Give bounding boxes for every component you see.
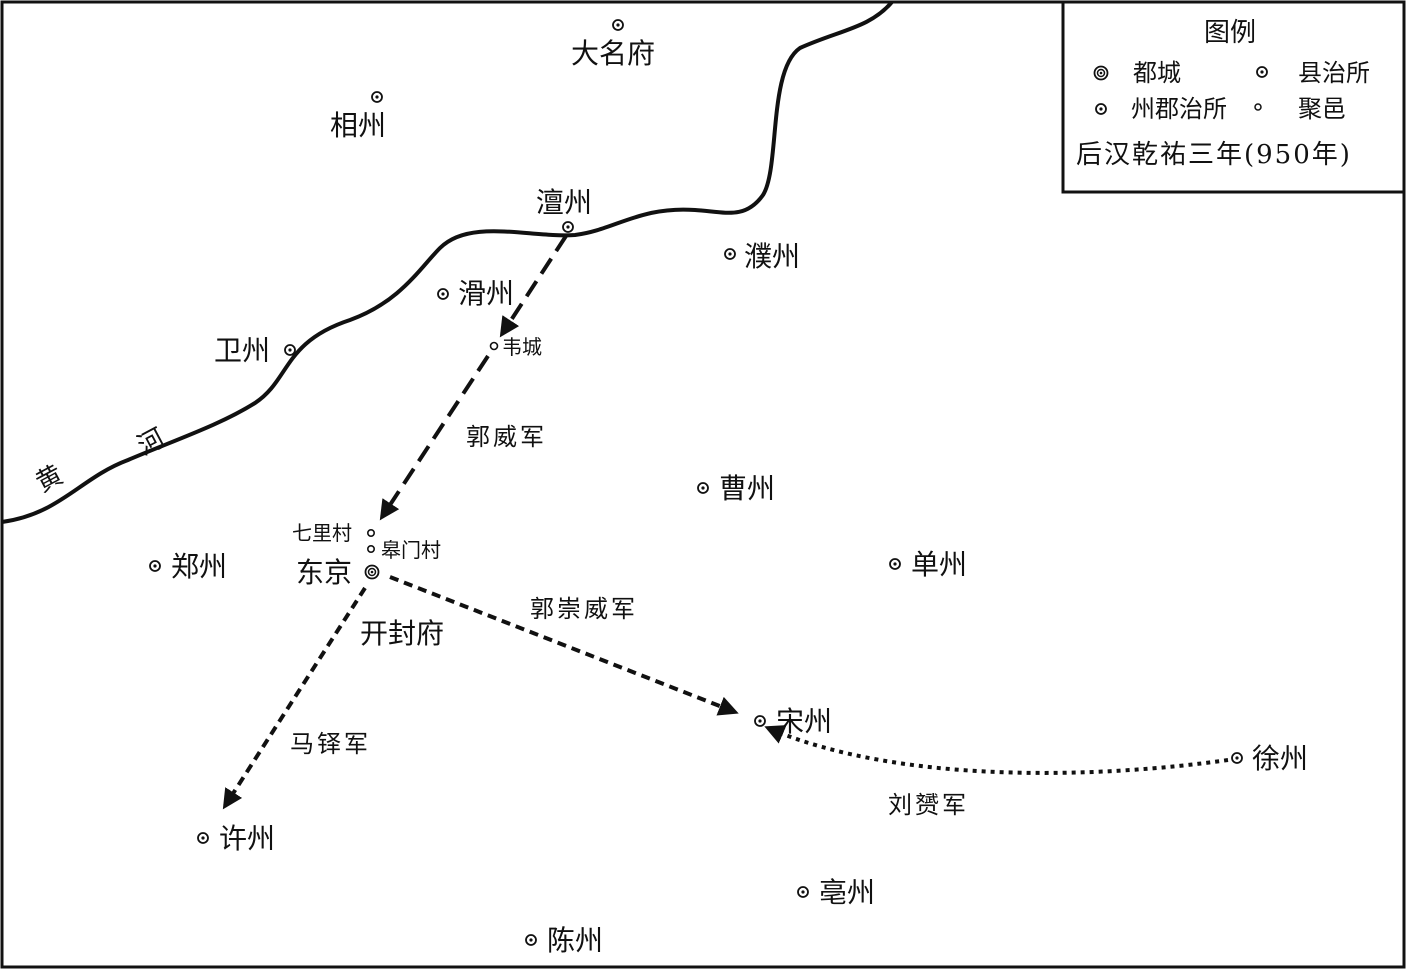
county-legend-icon xyxy=(1256,66,1268,78)
place-label-xuzhou: 许州 xyxy=(219,822,275,855)
place-label-dongjing: 东京 xyxy=(296,556,352,589)
village-legend-icon xyxy=(1254,103,1262,111)
guochongwei-route xyxy=(389,575,739,716)
legend-label-prefecture: 州郡治所 xyxy=(1131,95,1227,123)
place-label-xu: 徐州 xyxy=(1252,742,1308,775)
legend-label-capital: 都城 xyxy=(1133,59,1181,87)
place-label-shan: 澶州 xyxy=(536,186,592,219)
guowei-route-2 xyxy=(379,354,490,521)
place-label-kaifeng: 开封府 xyxy=(360,617,444,650)
legend-label-village: 聚邑 xyxy=(1298,95,1346,123)
yellow-river-line xyxy=(1,0,894,524)
place-label-bo: 亳州 xyxy=(819,876,875,909)
place-label-cao: 曹州 xyxy=(719,472,775,505)
legend-box: 图例 都城 县治所 州郡治所 聚邑 后汉乾祐三年(950年) xyxy=(1061,0,1406,194)
guochongwei-army-label: 郭崇威军 xyxy=(530,595,638,623)
mayi-route xyxy=(222,586,367,810)
mayi-army-label: 马铎军 xyxy=(290,730,371,758)
place-label-qilicun: 七里村 xyxy=(292,521,352,545)
place-label-shanzhou: 单州 xyxy=(911,548,967,581)
village-symbols xyxy=(366,341,499,553)
prefecture-symbols xyxy=(149,19,1243,946)
legend-label-county: 县治所 xyxy=(1298,59,1370,87)
liuyun-route xyxy=(764,725,1229,775)
place-label-hua: 滑州 xyxy=(458,277,514,310)
capital-legend-icon xyxy=(1093,65,1109,81)
dongjing-capital-symbol xyxy=(364,564,380,580)
place-label-xiang: 相州 xyxy=(330,109,386,142)
legend-title: 图例 xyxy=(1204,18,1256,48)
place-label-song: 宋州 xyxy=(776,705,832,738)
guowei-route-1 xyxy=(499,234,568,338)
prefecture-legend-icon xyxy=(1095,103,1107,115)
guowei-army-label: 郭威军 xyxy=(466,423,547,451)
place-label-gaomencun: 皋门村 xyxy=(381,538,441,562)
place-label-weicheng: 韦城 xyxy=(502,335,542,359)
legend-caption: 后汉乾祐三年(950年) xyxy=(1076,140,1352,170)
place-label-pu: 濮州 xyxy=(744,240,800,273)
place-label-wei: 卫州 xyxy=(214,334,270,367)
place-label-zheng: 郑州 xyxy=(171,550,227,583)
place-label-chen: 陈州 xyxy=(547,924,603,957)
place-label-daming: 大名府 xyxy=(571,37,655,70)
liuyun-army-label: 刘赟军 xyxy=(888,791,969,819)
